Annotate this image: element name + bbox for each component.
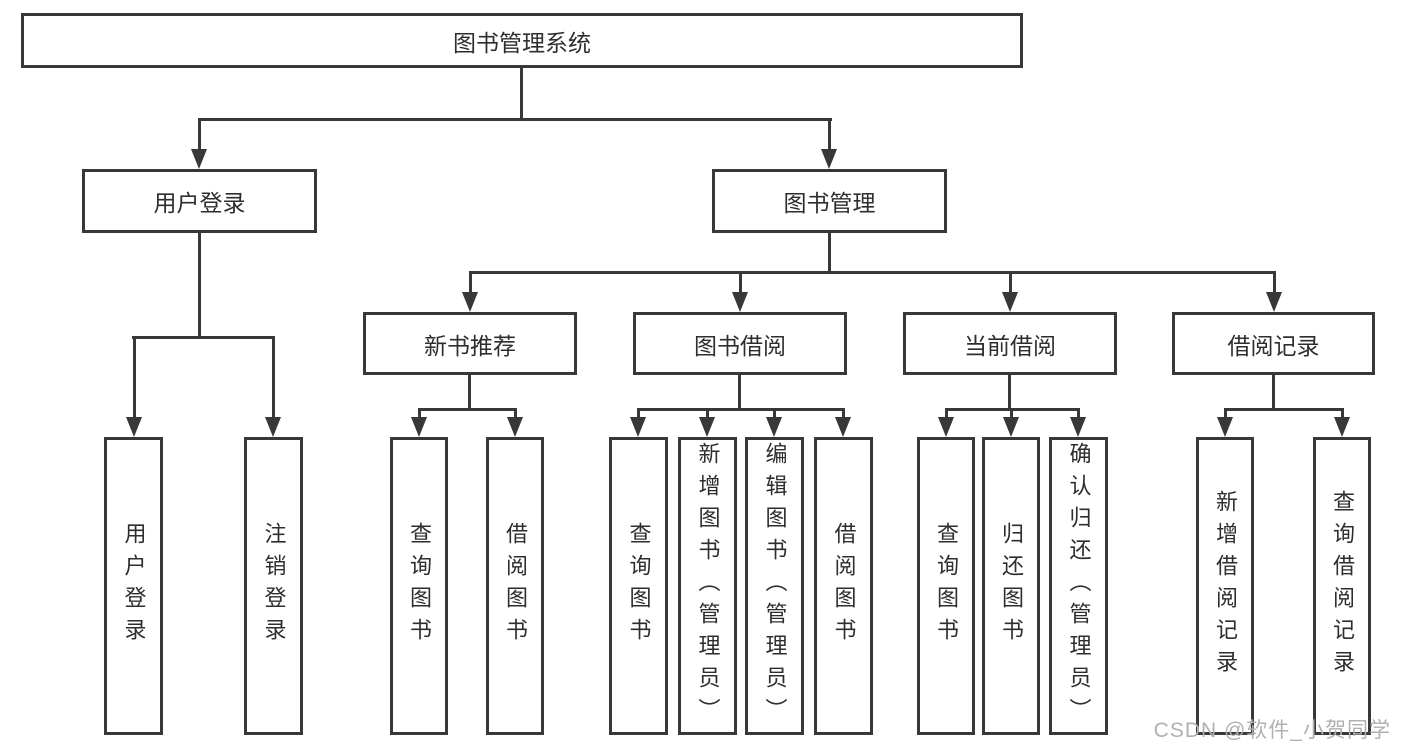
node-br-query-record: 查询借阅记录	[1313, 437, 1371, 735]
node-book-borrow: 图书借阅	[633, 312, 847, 375]
node-label: 查询图书	[934, 522, 959, 650]
node-new-book-recommend-label: 新书推荐	[424, 332, 516, 359]
connector-user-login-bar	[132, 336, 275, 339]
node-label: 查询借阅记录	[1330, 490, 1355, 682]
connector-book-mgmt-stem	[828, 233, 831, 274]
connector-nbr-bar	[418, 408, 516, 411]
connector-level1-bar	[198, 118, 832, 121]
arrow-down-icon	[126, 336, 142, 437]
node-book-management-label: 图书管理	[783, 190, 876, 216]
connector-cb-stem	[1008, 375, 1011, 411]
node-cb-return-book: 归还图书	[982, 437, 1040, 735]
node-user-login-label: 用户登录	[153, 190, 246, 216]
connector-br-stem	[1272, 375, 1275, 411]
arrow-down-icon	[699, 408, 715, 437]
node-bb-query-book: 查询图书	[609, 437, 668, 735]
node-user-login: 用户登录	[82, 169, 317, 233]
arrow-down-icon	[835, 408, 851, 437]
connector-root-stem	[520, 68, 523, 121]
node-root: 图书管理系统	[21, 13, 1023, 68]
arrow-down-icon	[507, 408, 523, 437]
arrow-down-icon	[1334, 408, 1350, 437]
arrow-down-icon	[1217, 408, 1233, 437]
arrow-down-icon	[265, 336, 281, 437]
connector-bb-bar	[637, 408, 845, 411]
node-label: 借阅图书	[831, 522, 857, 650]
node-label: 注销登录	[261, 522, 287, 650]
node-bb-borrow-book: 借阅图书	[814, 437, 873, 735]
connector-user-login-stem	[198, 233, 201, 339]
node-nbr-query-book: 查询图书	[390, 437, 448, 735]
node-book-borrow-label: 图书借阅	[694, 332, 786, 359]
arrow-down-icon	[411, 408, 427, 437]
arrow-down-icon	[1266, 271, 1282, 312]
node-borrow-records-label: 借阅记录	[1227, 332, 1320, 359]
arrow-down-icon	[732, 271, 748, 312]
arrow-down-icon	[1003, 408, 1019, 437]
node-label: 新增借阅记录	[1213, 490, 1238, 682]
node-label: 借阅图书	[503, 522, 528, 650]
arrow-down-icon	[191, 118, 207, 169]
arrow-down-icon	[938, 408, 954, 437]
connector-nbr-stem	[468, 375, 471, 411]
connector-level2-bar	[469, 271, 1275, 274]
node-borrow-records: 借阅记录	[1172, 312, 1375, 375]
arrow-down-icon	[766, 408, 782, 437]
arrow-down-icon	[821, 118, 837, 169]
node-label: 新增图书（管理员）	[695, 442, 721, 730]
node-current-borrow-label: 当前借阅	[964, 332, 1056, 359]
node-label: 用户登录	[121, 522, 147, 650]
node-new-book-recommend: 新书推荐	[363, 312, 577, 375]
node-br-add-record: 新增借阅记录	[1196, 437, 1254, 735]
connector-cb-bar	[945, 408, 1080, 411]
node-label: 编辑图书（管理员）	[762, 442, 788, 730]
node-bb-add-book: 新增图书（管理员）	[678, 437, 737, 735]
arrow-down-icon	[1002, 271, 1018, 312]
connector-bb-stem	[738, 375, 741, 411]
node-nbr-borrow-book: 借阅图书	[486, 437, 544, 735]
node-cb-query-book: 查询图书	[917, 437, 975, 735]
node-label: 确认归还（管理员）	[1066, 442, 1092, 730]
node-logout: 注销登录	[244, 437, 303, 735]
arrow-down-icon	[630, 408, 646, 437]
node-bb-edit-book: 编辑图书（管理员）	[745, 437, 804, 735]
arrow-down-icon	[1070, 408, 1086, 437]
node-label: 归还图书	[999, 522, 1024, 650]
node-cb-confirm-return: 确认归还（管理员）	[1049, 437, 1108, 735]
node-user-login-leaf: 用户登录	[104, 437, 163, 735]
node-root-label: 图书管理系统	[453, 29, 591, 56]
connector-br-bar	[1224, 408, 1344, 411]
node-label: 查询图书	[407, 522, 432, 650]
watermark: CSDN @软件_小贺同学	[1153, 719, 1391, 742]
node-book-management: 图书管理	[712, 169, 947, 233]
arrow-down-icon	[462, 271, 478, 312]
node-label: 查询图书	[626, 522, 652, 650]
node-current-borrow: 当前借阅	[903, 312, 1117, 375]
